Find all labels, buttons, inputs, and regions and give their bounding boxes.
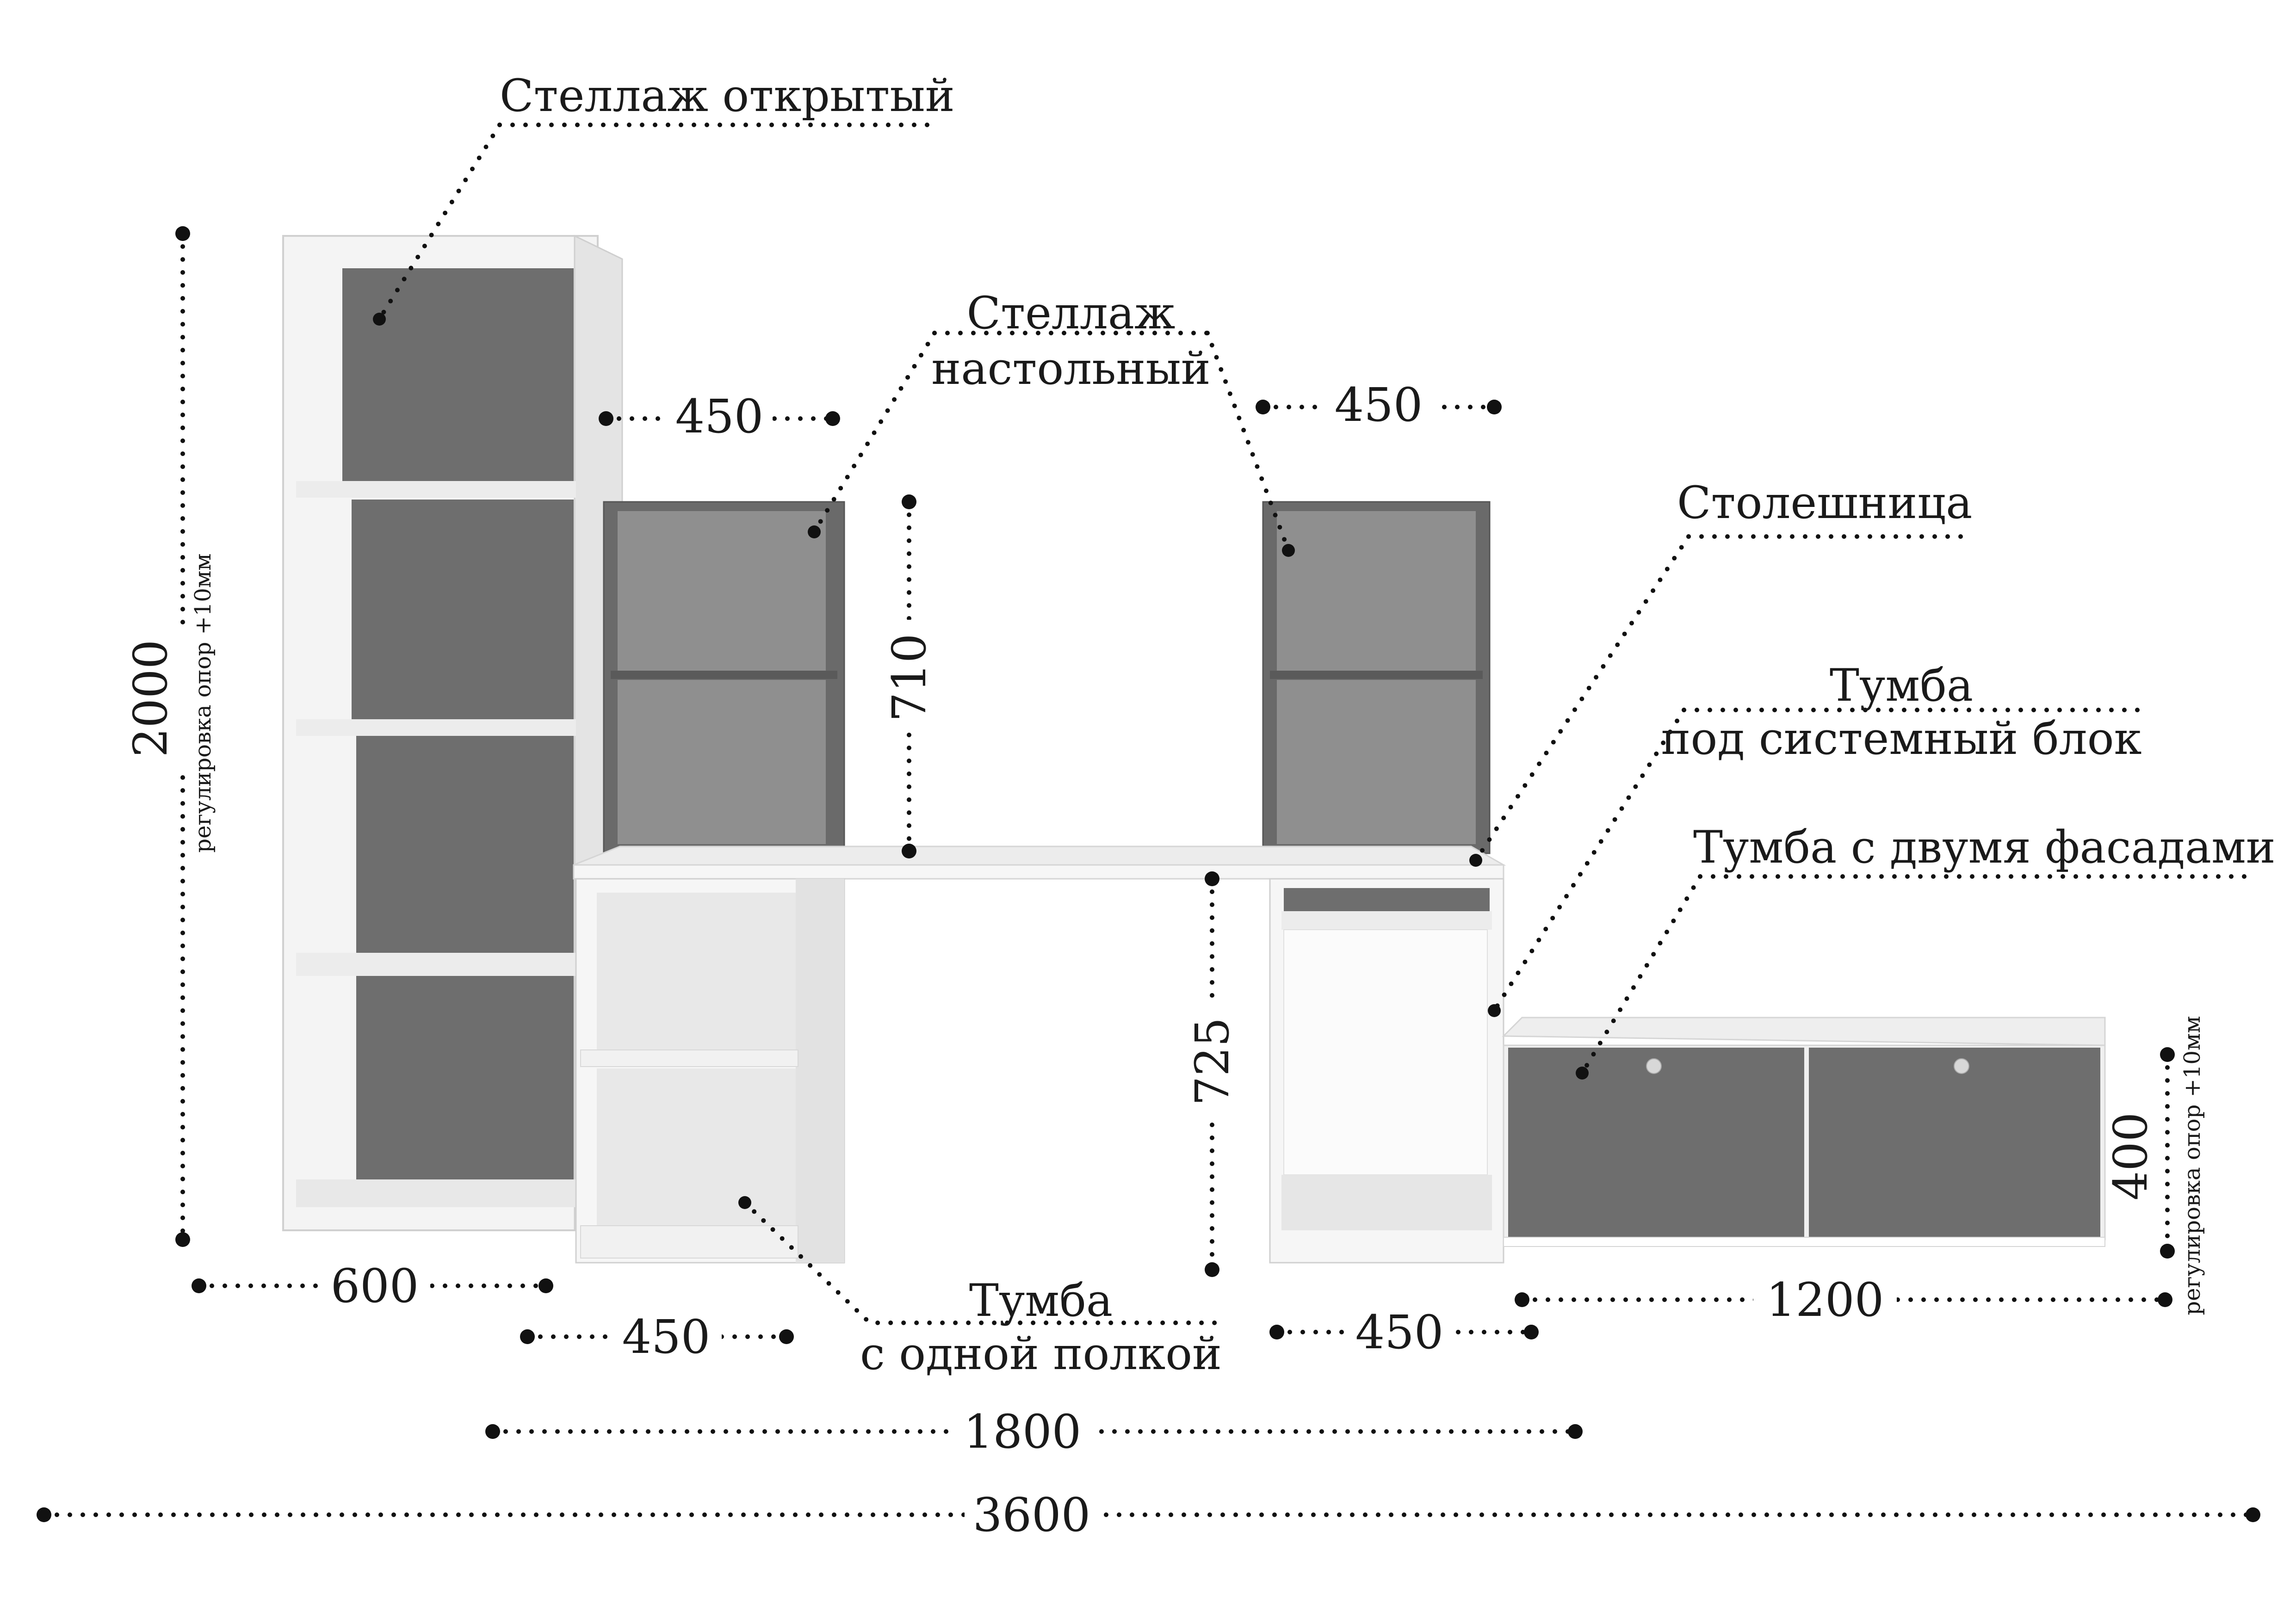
label-cabinet-two-facades: Тумба с двумя фасадами	[1693, 821, 2276, 873]
dim-right-cabinet-width: 450	[1355, 1305, 1444, 1359]
dim-left-cabinet-width: 450	[622, 1310, 711, 1364]
dim-desk-rack-left-width: 450	[675, 389, 764, 444]
dim-low-cabinet-height: 400	[2104, 1112, 2158, 1201]
open-rack	[282, 235, 623, 1231]
dim-low-cabinet-width: 1200	[1766, 1273, 1884, 1327]
cabinet-system-unit	[1269, 878, 1504, 1264]
label-cabinet-one-shelf-line1: Тумба	[969, 1275, 1113, 1327]
dim-desk-total-width: 1800	[964, 1405, 1082, 1459]
dim-desk-rack-height: 710	[882, 634, 936, 722]
desk-rack-right	[1262, 501, 1491, 854]
cabinet-two-facades	[1502, 1017, 2106, 1247]
dim-total-width: 3600	[973, 1488, 1091, 1542]
tabletop	[573, 845, 1506, 880]
label-desk-rack-line1: Стеллаж	[967, 287, 1176, 339]
label-support-adjust-left: регулировка опор +10мм	[190, 553, 216, 852]
label-cabinet-one-shelf-line2: с одной полкой	[860, 1328, 1222, 1380]
dim-desk-rack-right-width: 450	[1335, 378, 1423, 432]
label-cabinet-system-line2: под системный блок	[1661, 713, 2142, 765]
label-desk-rack-line2: настольный	[931, 343, 1211, 395]
cabinet-one-shelf	[575, 878, 845, 1264]
label-tabletop: Столешница	[1677, 477, 1972, 529]
label-cabinet-system-line1: Тумба	[1830, 660, 1973, 711]
dim-rack-width: 600	[331, 1259, 419, 1313]
label-support-adjust-right: регулировка опор +10мм	[2179, 1016, 2205, 1315]
dim-rack-height: 2000	[124, 640, 178, 758]
label-open-rack: Стеллаж открытый	[500, 70, 955, 122]
dim-desk-height: 725	[1185, 1018, 1239, 1106]
dimension-endpoints	[37, 226, 2260, 1522]
desk-rack-left	[603, 501, 845, 854]
